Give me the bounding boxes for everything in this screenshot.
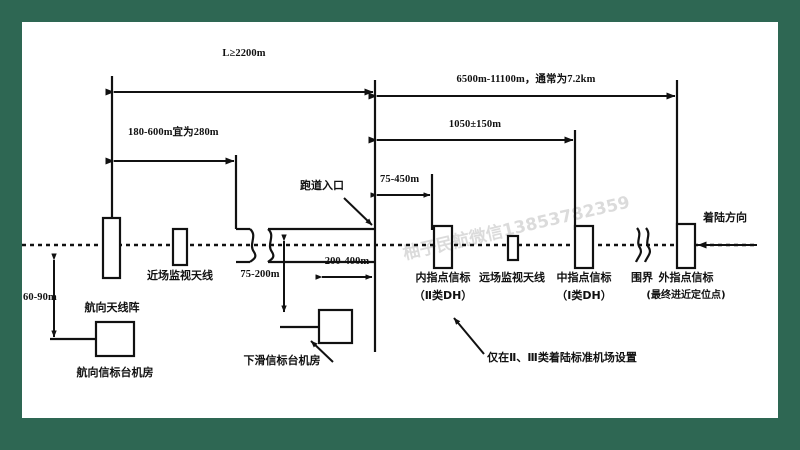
dim-label-threshold-to-outer: 6500m-11100m，通常为7.2km	[456, 74, 596, 85]
label-gs-shelter: 下滑信标台机房	[243, 354, 321, 367]
label-landing-direction: 着陆方向	[703, 211, 747, 224]
dim-label-threshold-to-middle: 1050±150m	[448, 119, 502, 130]
label-inner-marker: 内指点信标	[415, 271, 471, 284]
dimension-arrows	[51, 88, 676, 338]
label-middle-marker-sub: （Ⅰ类DH）	[556, 289, 612, 302]
leader-runway-threshold	[343, 197, 373, 226]
dim-label-runway-width-half: 75-200m	[240, 269, 280, 280]
far-field-monitor-symbol	[506, 234, 520, 262]
localizer-antenna-array-symbol	[101, 216, 122, 280]
label-localizer-shelter: 航向信标台机房	[76, 366, 154, 379]
diagram-canvas: 柚子民航微信13853782359 L≥2200m 180-600m宜为280m…	[22, 22, 778, 418]
leader-lines	[310, 197, 485, 363]
label-runway-threshold: 跑道入口	[300, 179, 344, 192]
leader-gs-shelter	[310, 340, 334, 363]
label-outer-marker-sub: (最终进近定位点)	[646, 290, 726, 301]
label-far-field-monitor: 远场监视天线	[479, 271, 545, 284]
leader-note-cat23	[453, 317, 485, 355]
glide-slope-shelter-symbol	[280, 308, 354, 345]
localizer-shelter-symbol	[50, 320, 136, 358]
ils-layout-drawing	[22, 76, 757, 363]
label-outer-marker: 外指点信标	[658, 271, 714, 284]
label-near-field-monitor: 近场监视天线	[147, 269, 213, 282]
middle-marker-symbol	[573, 224, 595, 270]
equipment-symbols	[101, 216, 697, 280]
dim-label-loc-shelter-offset: 60-90m	[23, 292, 57, 303]
label-note-cat23: 仅在Ⅱ、Ⅲ类着陆标准机场设置	[487, 351, 637, 364]
label-middle-marker: 中指点信标	[556, 271, 612, 284]
dim-label-threshold-to-inner: 75-450m	[380, 174, 420, 185]
dim-label-loc-to-threshold: 180-600m宜为280m	[128, 127, 219, 138]
near-field-monitor-symbol	[171, 227, 189, 267]
outer-marker-symbol	[675, 222, 697, 270]
inner-marker-symbol	[432, 224, 454, 270]
label-fence: 围界	[631, 271, 653, 284]
dim-label-runway-length: L≥2200m	[222, 48, 266, 59]
fence-symbol	[634, 227, 652, 263]
reference-lines	[110, 76, 679, 352]
label-localizer-array: 航向天线阵	[84, 301, 140, 314]
dim-label-gs-offset: 200-400m	[324, 256, 370, 267]
label-inner-marker-sub: （Ⅱ类DH）	[413, 289, 473, 302]
